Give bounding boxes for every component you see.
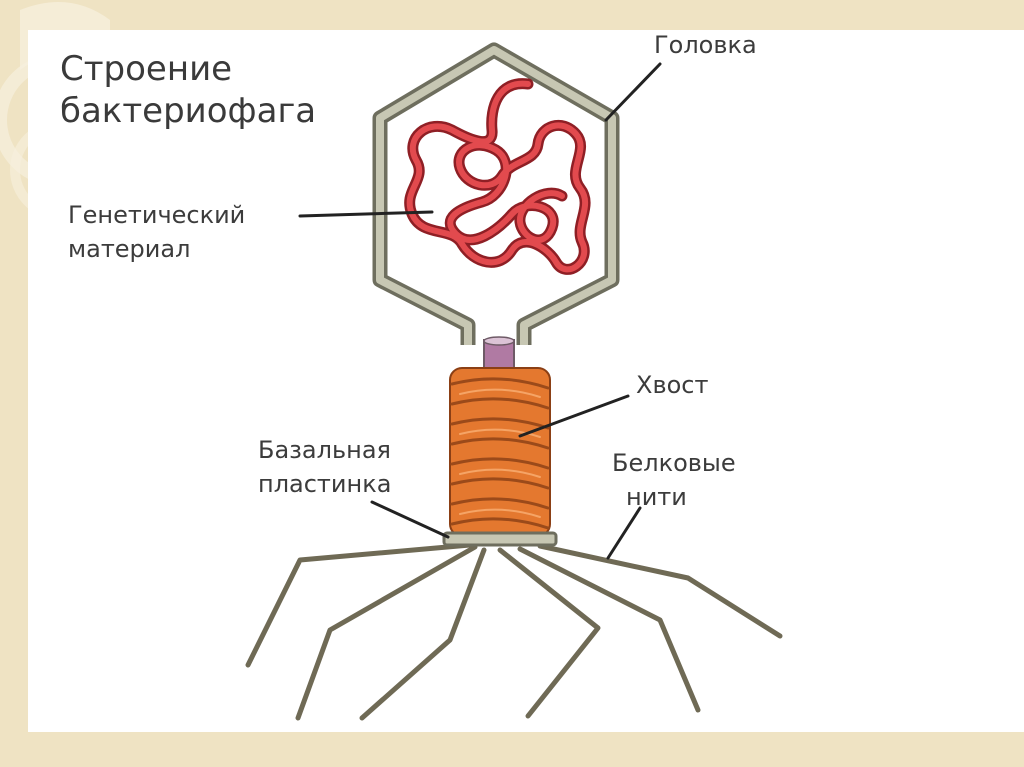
title-line-1: Строение bbox=[60, 49, 233, 89]
label-genetic-material: Генетический материал bbox=[68, 198, 245, 266]
leader-head bbox=[604, 62, 662, 122]
fiber-6 bbox=[537, 543, 783, 639]
label-genetic-material-line-2: материал bbox=[68, 235, 191, 263]
label-base-plate: Базальная пластинка bbox=[258, 433, 391, 501]
leader-genetic-material bbox=[298, 210, 434, 218]
fiber-4 bbox=[497, 547, 601, 719]
tail-sheath bbox=[449, 367, 551, 537]
label-base-plate-line-1: Базальная bbox=[258, 436, 391, 464]
slide-title: Строение бактериофага bbox=[60, 48, 316, 132]
label-base-plate-line-2: пластинка bbox=[258, 470, 392, 498]
label-head: Головка bbox=[654, 31, 757, 59]
label-genetic-material-line-1: Генетический bbox=[68, 201, 246, 229]
fiber-2 bbox=[295, 544, 478, 721]
base-plate bbox=[442, 531, 558, 547]
leader-tail bbox=[518, 394, 630, 438]
fiber-3 bbox=[359, 547, 487, 721]
leader-base-plate bbox=[370, 500, 450, 539]
label-tail: Хвост bbox=[636, 371, 709, 399]
fiber-5 bbox=[517, 546, 701, 713]
label-protein-fibers: Белковые нити bbox=[612, 446, 736, 514]
title-line-2: бактериофага bbox=[60, 91, 317, 131]
fiber-1 bbox=[245, 542, 473, 668]
label-protein-fibers-line-2: нити bbox=[626, 483, 687, 511]
head-capsid bbox=[372, 42, 620, 345]
label-protein-fibers-line-1: Белковые bbox=[612, 449, 736, 477]
protein-fibers bbox=[245, 542, 783, 721]
leader-protein-fibers bbox=[606, 506, 642, 560]
genetic-material bbox=[404, 78, 591, 275]
leader-lines bbox=[298, 62, 662, 560]
